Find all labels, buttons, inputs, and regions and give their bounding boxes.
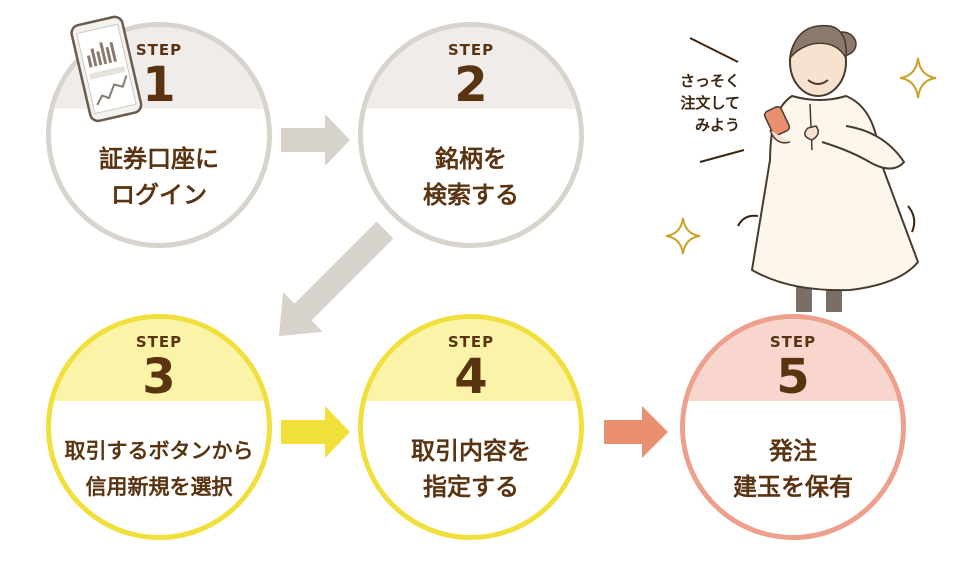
step-label: STEP <box>135 41 183 59</box>
woman-with-phone-illustration <box>737 24 920 312</box>
step-label: STEP <box>447 41 495 59</box>
step-number: 5 <box>776 349 810 405</box>
arrow-step4-to-step5 <box>604 406 668 458</box>
step-3-circle: STEP 3 取引するボタンから 信用新規を選択 <box>46 314 272 540</box>
step-2-circle: STEP 2 銘柄を 検索する <box>358 22 584 248</box>
step-description-line: 証券口座に <box>99 145 219 173</box>
step-description-line: 検索する <box>423 181 519 209</box>
step-description: 証券口座に ログイン <box>51 141 267 213</box>
step-number: 2 <box>454 57 488 113</box>
speech-text: さっそく 注文して みよう <box>640 70 740 136</box>
speech-line: みよう <box>694 116 740 134</box>
step-header-band <box>363 27 579 110</box>
step-number: 4 <box>454 349 488 405</box>
arrow-step1-to-step2 <box>281 114 350 166</box>
step-header-band <box>51 319 267 402</box>
step-description: 発注 建玉を保有 <box>685 433 901 505</box>
step-description: 取引するボタンから 信用新規を選択 <box>51 433 267 505</box>
step-description-line: 銘柄を <box>435 145 507 173</box>
step-description-line: 信用新規を選択 <box>85 475 233 499</box>
step-description: 取引内容を 指定する <box>363 433 579 505</box>
sparkle-icon <box>665 217 701 255</box>
step-4-circle: STEP 4 取引内容を 指定する <box>358 314 584 540</box>
step-description-line: 建玉を保有 <box>733 473 853 501</box>
step-description-line: 取引するボタンから <box>64 439 254 463</box>
step-label: STEP <box>135 333 183 351</box>
step-label: STEP <box>447 333 495 351</box>
step-description-line: ログイン <box>111 181 207 209</box>
step-1-circle: STEP 1 証券口座に ログイン <box>46 22 272 248</box>
sparkle-icon <box>899 57 937 99</box>
step-number: 1 <box>142 57 176 113</box>
step-description-line: 取引内容を <box>411 437 531 465</box>
speech-accent-line <box>699 149 745 163</box>
step-number: 3 <box>142 349 176 405</box>
step-description: 銘柄を 検索する <box>363 141 579 213</box>
step-5-circle: STEP 5 発注 建玉を保有 <box>680 314 906 540</box>
step-description-line: 指定する <box>423 473 519 501</box>
step-header-band <box>685 319 901 402</box>
speech-line: 注文して <box>680 94 740 112</box>
speech-line: さっそく <box>679 72 740 90</box>
speech-accent-line <box>689 37 739 63</box>
arrow-step3-to-step4 <box>281 406 350 458</box>
step-header-band <box>363 319 579 402</box>
step-description-line: 発注 <box>769 437 817 465</box>
step-label: STEP <box>769 333 817 351</box>
